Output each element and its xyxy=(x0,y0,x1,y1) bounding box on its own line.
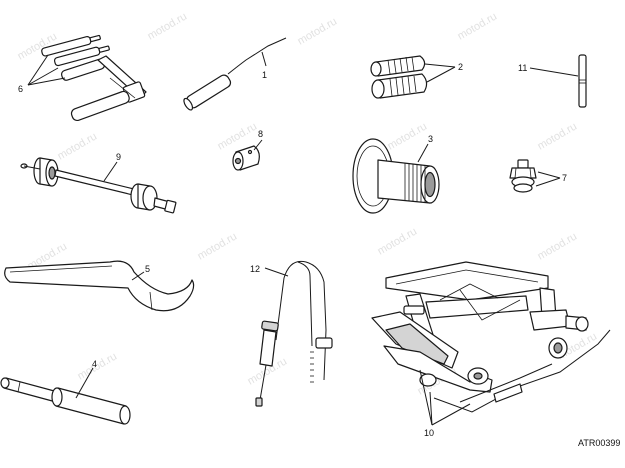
tool-12-hook-gauge xyxy=(255,260,333,407)
watermark: motod.ru xyxy=(536,230,580,262)
callout-9: 9 xyxy=(103,152,121,182)
callout-label-9: 9 xyxy=(116,152,121,162)
callout-7: 7 xyxy=(535,171,567,187)
callout-label-6: 6 xyxy=(18,84,23,94)
callout-8: 8 xyxy=(253,129,263,151)
tool-5-c-spanner xyxy=(4,260,195,312)
watermark: motod.ru xyxy=(56,130,100,162)
callout-label-11: 11 xyxy=(518,63,527,73)
callout-label-10: 10 xyxy=(424,428,434,438)
tool-9-shaft-puller xyxy=(20,157,177,214)
tool-10-lift-stand xyxy=(371,261,611,413)
watermark: motod.ru xyxy=(76,350,120,382)
tool-11-pin xyxy=(578,54,587,108)
callout-label-7: 7 xyxy=(562,173,567,183)
watermark: motod.ru xyxy=(296,15,340,47)
callout-1: 1 xyxy=(261,51,267,80)
callout-label-3: 3 xyxy=(428,134,433,144)
figure-code: ATR00399 xyxy=(578,438,620,448)
tool-6-pin-set xyxy=(41,34,147,122)
tool-4-installer xyxy=(0,377,131,425)
callout-5: 5 xyxy=(131,264,150,281)
watermark: motod.ru xyxy=(386,120,430,152)
callout-10: 10 xyxy=(419,369,471,438)
watermark: motod.ru xyxy=(196,230,240,262)
watermark: motod.ru xyxy=(146,10,190,42)
callout-label-5: 5 xyxy=(145,264,150,274)
tool-3-flanged-sleeve xyxy=(352,138,440,214)
watermark: motod.ru xyxy=(456,10,500,42)
tool-8-collar xyxy=(232,145,260,171)
callout-label-12: 12 xyxy=(250,264,260,274)
callout-12: 12 xyxy=(250,264,289,277)
callout-label-2: 2 xyxy=(458,62,463,72)
callout-label-8: 8 xyxy=(258,129,263,139)
tool-2-slotted-bushes xyxy=(370,55,428,99)
tool-7-nut xyxy=(509,159,537,193)
callout-2: 2 xyxy=(424,62,463,83)
watermark: motod.ru xyxy=(376,225,420,257)
tool-1-puller-rod xyxy=(183,37,287,111)
callout-4: 4 xyxy=(75,359,97,399)
callout-3: 3 xyxy=(417,134,433,163)
callout-label-1: 1 xyxy=(262,70,267,80)
callout-6: 6 xyxy=(18,54,66,94)
callout-label-4: 4 xyxy=(92,359,97,369)
watermark: motod.ru xyxy=(536,120,580,152)
callout-11: 11 xyxy=(518,63,579,77)
